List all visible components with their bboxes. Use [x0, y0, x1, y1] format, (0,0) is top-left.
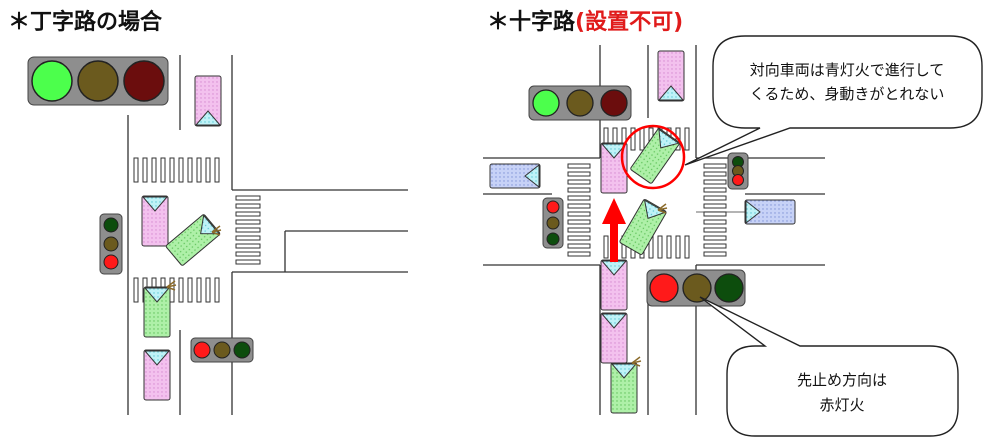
car-blue-left [489, 163, 541, 189]
highlight-circle [620, 124, 686, 190]
car-pink-top [194, 75, 222, 127]
callout-bottom: 先止め方向は 赤灯火 [699, 296, 959, 437]
car-blue-right [744, 199, 796, 225]
t-junction-roads [127, 55, 408, 415]
car-pink-top-right [657, 50, 685, 102]
car-green-bottom [143, 286, 171, 338]
crossroad-signal-right [727, 152, 749, 190]
car-pink-mid [600, 259, 628, 311]
t-junction-signal-horizontal [190, 337, 254, 363]
t-junction-crosswalk-right [235, 195, 261, 265]
title-t-junction: ＊丁字路の場合 [8, 4, 162, 36]
t-junction-signal-large [27, 56, 169, 106]
car-green-lowest [610, 362, 638, 414]
crossroad-signal-left [542, 197, 564, 249]
callout-top-line2: くるため、身動きがとれない [750, 85, 945, 103]
crossroad-signal-bottom [646, 269, 746, 307]
car-pink-bottom [143, 349, 171, 401]
crossroad-signal-top [528, 85, 632, 121]
title-crossroad-text: ＊十字路 [487, 10, 576, 35]
car-green-turning [164, 213, 222, 267]
callout-bottom-line2: 赤灯火 [819, 396, 864, 414]
car-pink-waiting [141, 195, 169, 247]
red-arrow-up [602, 198, 626, 262]
callout-bottom-line1: 先止め方向は [797, 371, 887, 389]
title-crossroad: ＊十字路(設置不可) [487, 4, 683, 36]
callout-top: 対向車両は青灯火で進行して くるため、身動きがとれない [684, 35, 983, 166]
title-t-junction-text: ＊丁字路の場合 [8, 10, 163, 35]
t-junction-crosswalk-top [133, 157, 220, 183]
t-junction-signal-vertical [99, 213, 123, 275]
car-pink-lower [600, 312, 628, 364]
car-green-stuck [629, 127, 681, 185]
callout-top-line1: 対向車両は青灯火で進行して [750, 61, 945, 79]
title-not-installable-text: (設置不可) [575, 10, 684, 35]
